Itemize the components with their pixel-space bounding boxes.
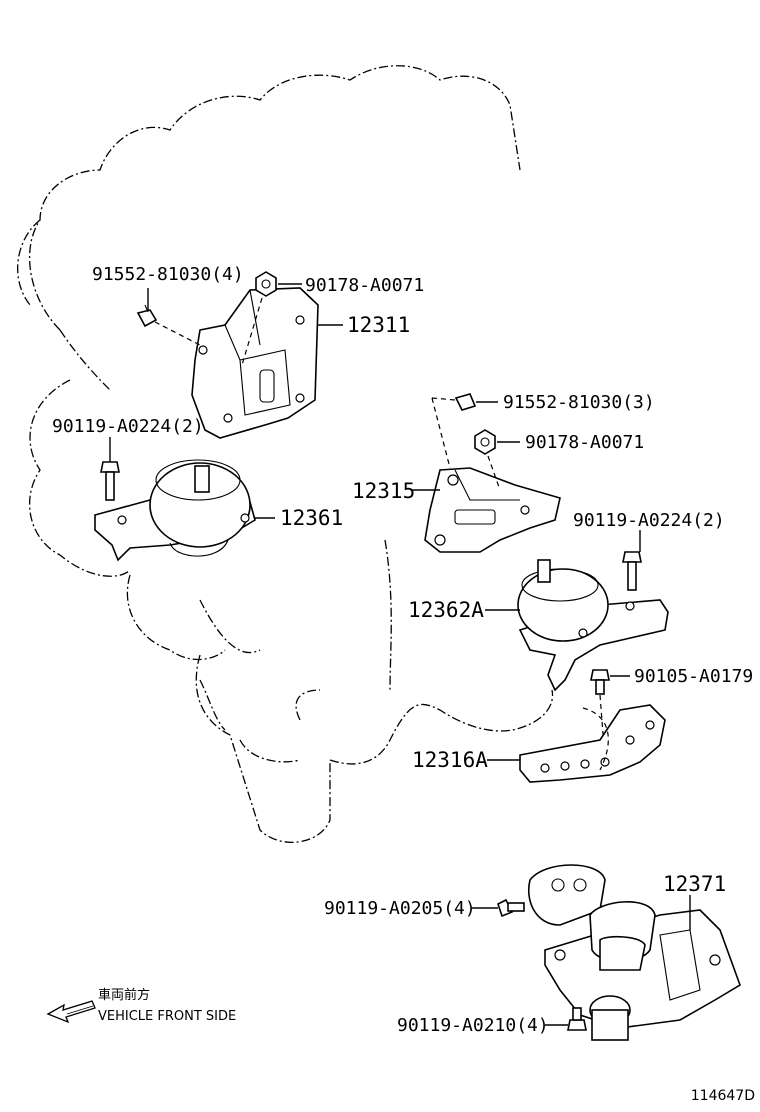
bolt-91552-81030-left (136, 304, 158, 328)
insulator-12371 (528, 864, 741, 1041)
label-90105-a0179: 90105-A0179 (634, 666, 753, 687)
insulator-12362a (517, 559, 669, 692)
bolt-90119-a0210 (567, 1007, 587, 1031)
label-91552-81030-4: 91552-81030(4) (92, 264, 244, 285)
direction-label-en: VEHICLE FRONT SIDE (98, 1009, 236, 1024)
label-90178-a0071-top: 90178-A0071 (305, 275, 424, 296)
label-90119-a0224-right: 90119-A0224(2) (573, 510, 725, 531)
nut-90178-a0071-top (255, 271, 277, 297)
direction-label-jp: 車両前方 (98, 987, 150, 1003)
bolt-90105-a0179 (590, 669, 610, 695)
bracket-12316a (519, 704, 666, 783)
label-12371: 12371 (663, 872, 726, 896)
leader-lines (109, 283, 691, 1026)
label-90178-a0071-mid: 90178-A0071 (525, 432, 644, 453)
insulator-12361 (94, 459, 256, 562)
nut-90178-a0071-mid (474, 429, 496, 455)
bracket-12311 (191, 287, 319, 439)
label-12316a: 12316A (412, 748, 488, 772)
bolt-90119-a0224-left (100, 461, 120, 501)
label-90119-a0205-4: 90119-A0205(4) (324, 898, 476, 919)
engine-outline (17, 65, 554, 843)
label-12362a: 12362A (408, 598, 484, 622)
label-12311: 12311 (347, 313, 410, 337)
bolt-90119-a0224-right (622, 551, 642, 591)
label-91552-81030-3: 91552-81030(3) (503, 392, 655, 413)
bolt-91552-81030-right (454, 393, 477, 411)
vehicle-front-arrow-icon (46, 1000, 96, 1024)
label-90119-a0224-left: 90119-A0224(2) (52, 416, 204, 437)
label-12361: 12361 (280, 506, 343, 530)
illustration-number: 114647D (691, 1088, 755, 1104)
bolt-90119-a0205 (497, 898, 525, 918)
label-90119-a0210-4: 90119-A0210(4) (397, 1015, 549, 1036)
bracket-12315 (424, 467, 561, 553)
label-12315: 12315 (352, 479, 415, 503)
